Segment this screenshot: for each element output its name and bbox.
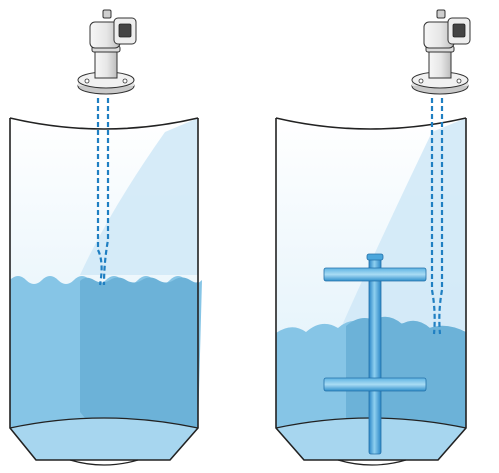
radar-sensor-icon [411, 9, 471, 95]
left-cone-rim [9, 417, 199, 429]
agitator-upper-blade [323, 267, 427, 282]
left-tank-rim [9, 117, 199, 130]
right-radar-beam [430, 98, 436, 335]
left-radar-beam [96, 98, 103, 286]
left-vessel [9, 9, 202, 466]
right-outlet [337, 459, 407, 466]
radar-sensor-icon [77, 9, 137, 95]
agitator-lower-blade [323, 377, 427, 392]
left-outlet [69, 459, 139, 466]
right-tank-outline [275, 118, 467, 461]
agitator-shaft [368, 255, 382, 455]
agitator-icon [323, 253, 427, 455]
agitator-cap [366, 253, 384, 261]
left-cone-bottom [10, 418, 198, 460]
left-reflection-wedge [80, 118, 198, 275]
left-tank-outline [9, 118, 199, 461]
right-vessel [275, 9, 471, 466]
right-tank-rim [275, 117, 467, 130]
right-radar-beam-2 [438, 98, 444, 335]
left-radar-beam-2 [102, 98, 110, 286]
left-liquid-shade [80, 277, 198, 460]
